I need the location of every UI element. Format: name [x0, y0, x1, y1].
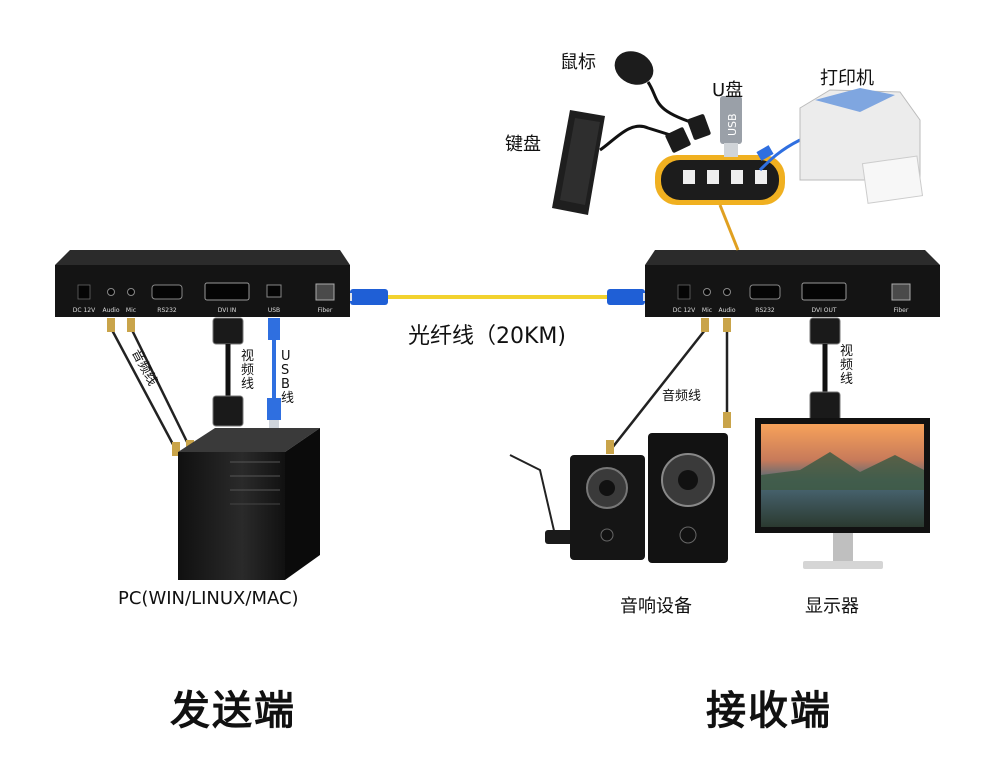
keyboard-label: 键盘 — [505, 134, 541, 155]
sender-port-label: RS232 — [157, 307, 177, 314]
sender-port-label: USB — [268, 307, 280, 314]
receiver-unit: DC 12V Mic Audio RS232 DVI OUT Fiber — [645, 250, 940, 317]
sender-title: 发送端 — [170, 688, 296, 734]
usb-hub — [655, 155, 785, 251]
sender-port-label: Fiber — [318, 307, 333, 314]
printer — [756, 88, 924, 204]
printer-label: 打印机 — [820, 68, 874, 89]
usb-cable — [267, 318, 281, 428]
fiber-cable — [340, 289, 655, 305]
receiver-port-label: DC 12V — [673, 307, 696, 314]
keyboard — [552, 110, 691, 215]
video-cable-right-label: 视频线 — [840, 344, 854, 387]
receiver-port-label: RS232 — [755, 307, 775, 314]
sender-video-cable — [212, 317, 244, 427]
sender-port-label: Mic — [126, 307, 136, 314]
receiver-port-label: Mic — [702, 307, 712, 314]
usb-stick-text: USB — [726, 113, 739, 136]
sender-unit: DC 12V Audio Mic RS232 DVI IN USB Fiber — [55, 250, 350, 317]
receiver-port-label: DVI OUT — [811, 307, 836, 314]
pc-label: PC(WIN/LINUX/MAC) — [118, 588, 299, 609]
usb-drive: USB — [720, 96, 742, 157]
mouse-label: 鼠标 — [560, 52, 596, 73]
monitor-label: 显示器 — [805, 596, 859, 617]
audio-cable-right-label: 音频线 — [662, 389, 702, 404]
speakers — [509, 433, 728, 563]
sender-port-label: DC 12V — [73, 307, 96, 314]
video-cable-left-label: 视频线 — [241, 349, 255, 392]
sender-port-label: DVI IN — [218, 307, 237, 314]
receiver-port-label: Audio — [718, 307, 735, 314]
fiber-label: 光纤线（20KM) — [408, 324, 566, 349]
receiver-title: 接收端 — [706, 688, 832, 734]
mouse — [614, 51, 711, 140]
pc-tower — [178, 428, 320, 580]
speakers-label: 音响设备 — [620, 596, 692, 617]
receiver-audio-cables — [606, 318, 731, 454]
usb-drive-label: U盘 — [712, 80, 744, 101]
receiver-video-cable — [809, 317, 841, 423]
sender-port-label: Audio — [102, 307, 119, 314]
receiver-port-label: Fiber — [894, 307, 909, 314]
usb-cable-label: USB线 — [281, 349, 295, 406]
monitor — [755, 418, 930, 569]
sender-audio-cables — [107, 318, 194, 456]
